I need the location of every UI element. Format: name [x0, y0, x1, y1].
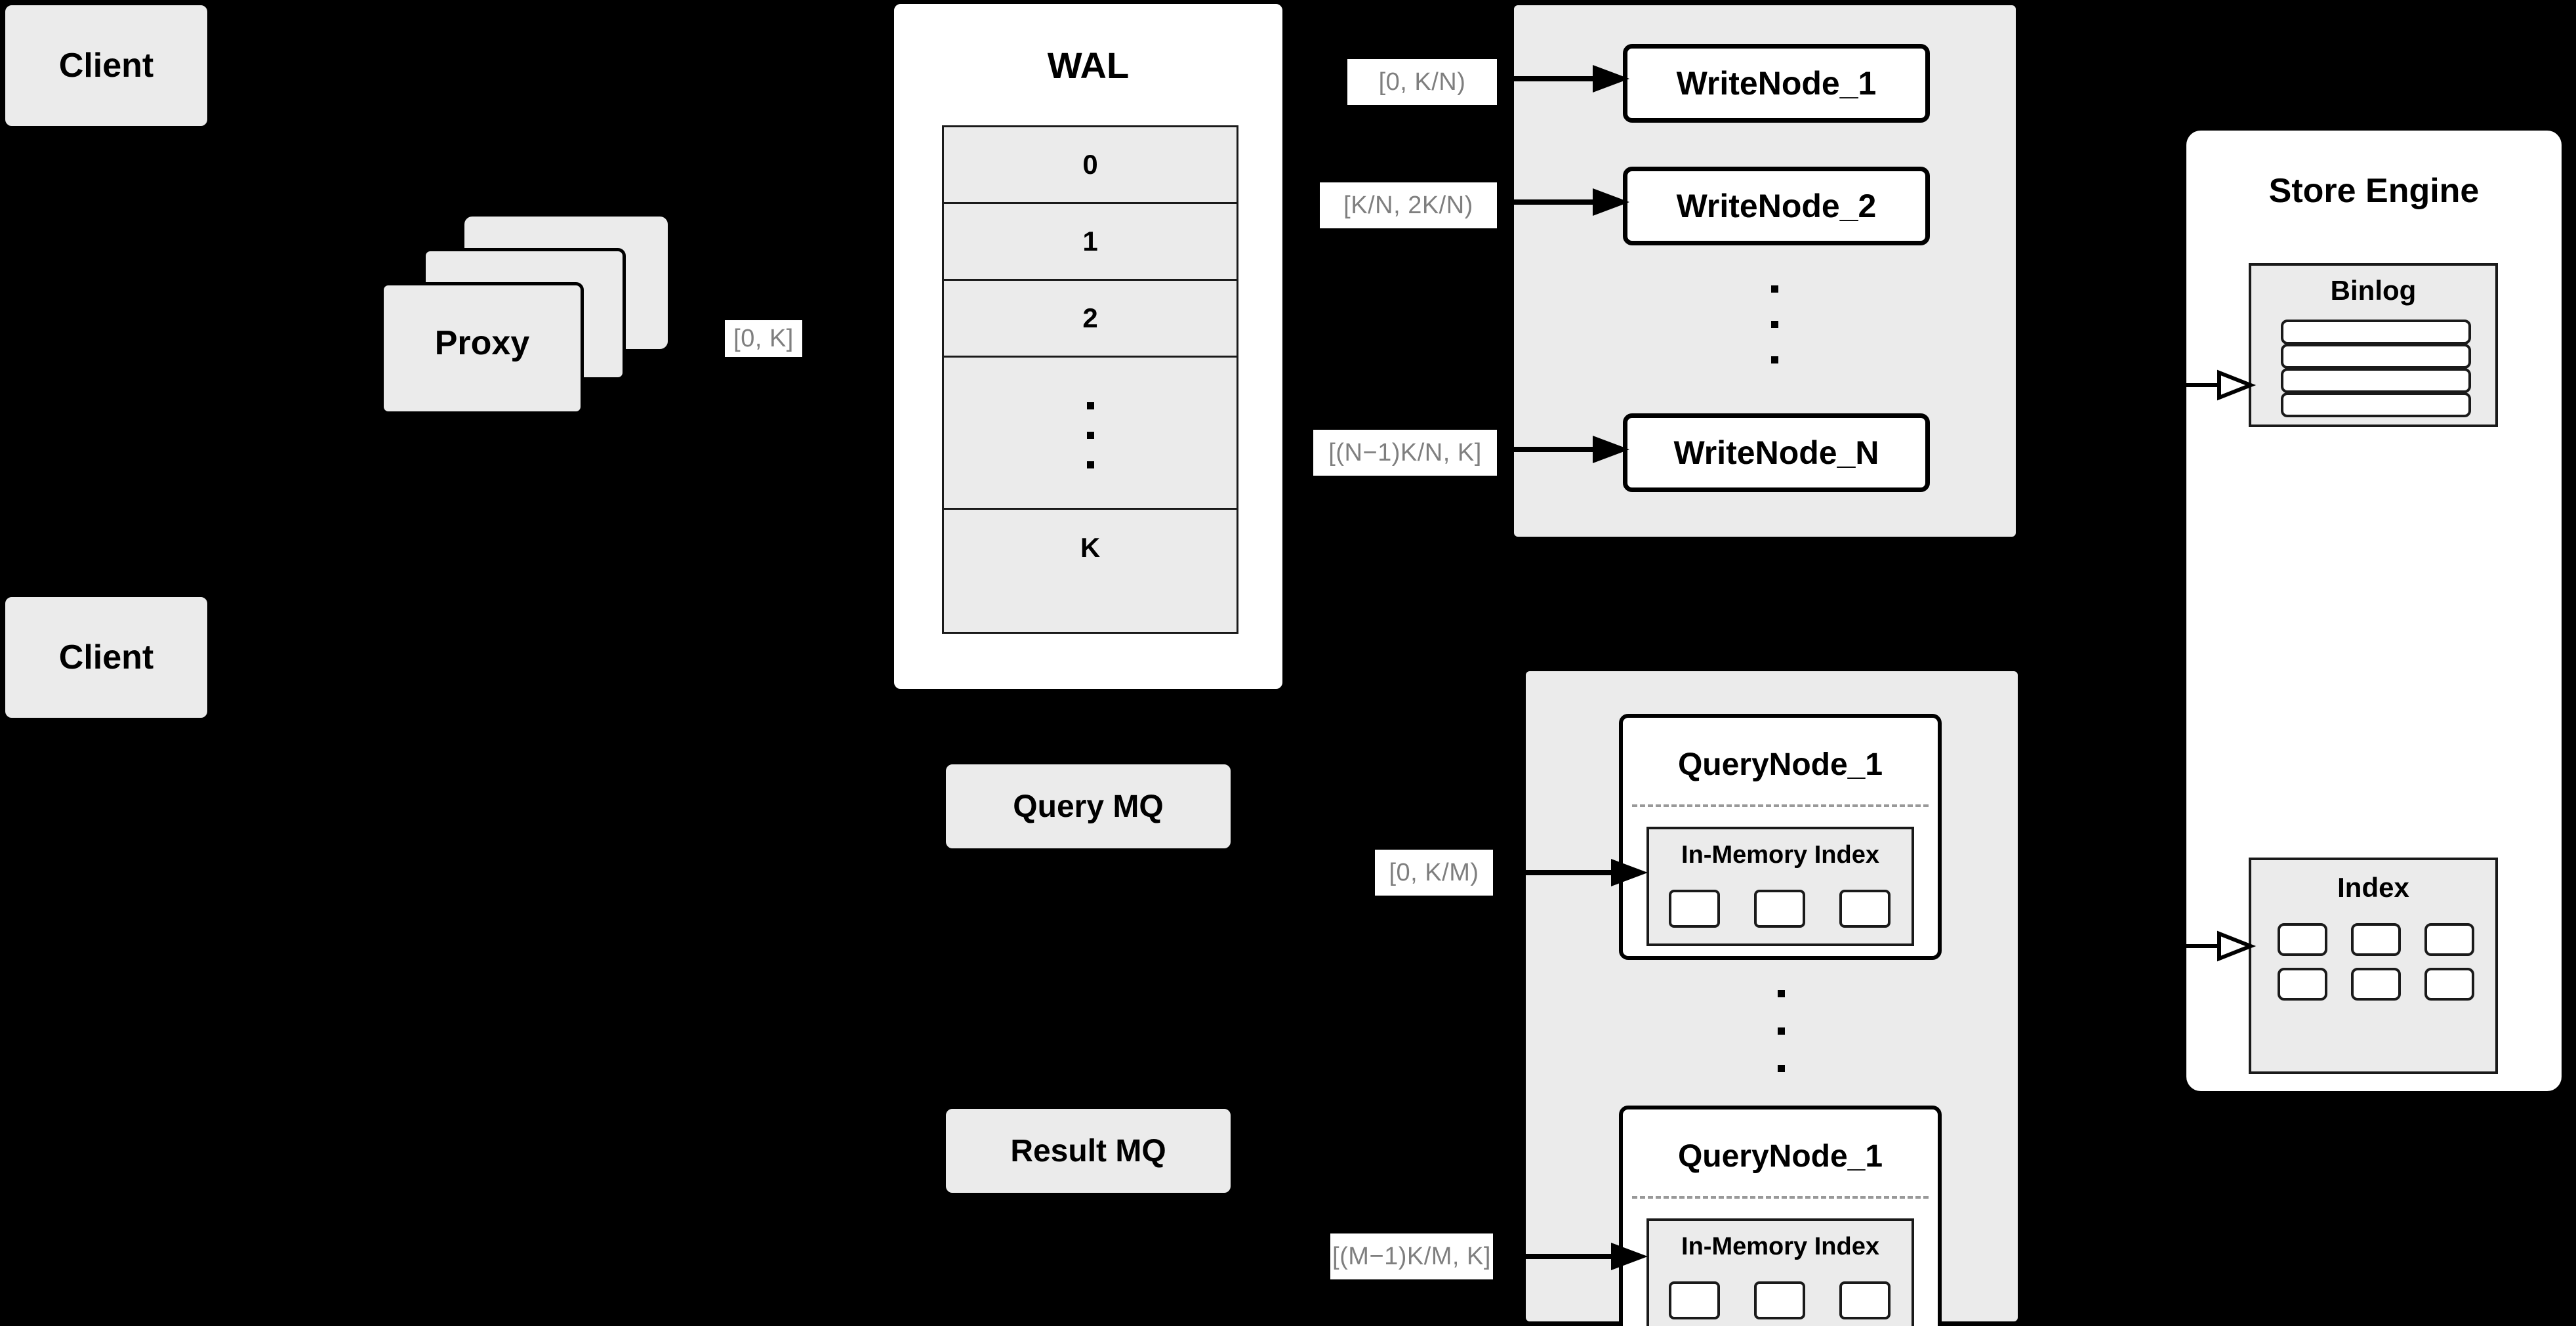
- binlog-bar-1: [2281, 320, 2471, 344]
- client-label-1: Client: [58, 47, 154, 85]
- query-group-ellipsis-dot-2: [1778, 1027, 1785, 1035]
- range-label-write-node-2: [K/N, 2K/N): [1320, 182, 1497, 228]
- wal-row-k: K: [944, 510, 1237, 585]
- wal-row-ellipsis: [944, 358, 1237, 510]
- query-node-1-in-memory-index: In-Memory Index: [1646, 827, 1914, 946]
- query-node-1-index-cell-1: [1669, 890, 1720, 928]
- wal-panel: WAL 0 1 2 K: [894, 4, 1282, 689]
- query-node-2-in-memory-index: In-Memory Index: [1646, 1218, 1914, 1326]
- result-mq-box: Result MQ: [946, 1109, 1231, 1193]
- query-mq-label: Query MQ: [1013, 789, 1164, 824]
- client-box-1: Client: [5, 5, 207, 126]
- write-node-1-label: WriteNode_1: [1676, 65, 1877, 102]
- index-cell-2: [2351, 923, 2401, 956]
- arrow-to-query-node-1: [1526, 859, 1648, 886]
- wal-ellipsis-dot-1: [1087, 402, 1094, 409]
- write-node-n: WriteNode_N: [1623, 413, 1930, 492]
- range-label-query-node-2-text: [(M−1)K/M, K]: [1332, 1242, 1491, 1270]
- write-group-ellipsis-dot-1: [1771, 285, 1778, 293]
- wal-row-0-value: 0: [1082, 149, 1098, 180]
- wal-row-k-value: K: [1080, 531, 1101, 563]
- query-group-ellipsis-dot-1: [1778, 990, 1785, 997]
- client-box-2: Client: [5, 597, 207, 718]
- result-mq-label: Result MQ: [1010, 1133, 1166, 1169]
- query-node-1-index-cell-3: [1839, 890, 1891, 928]
- query-node-1-separator: [1632, 804, 1929, 807]
- write-node-2-label: WriteNode_2: [1676, 188, 1877, 224]
- range-label-proxy-to-wal: [0, K]: [725, 320, 802, 357]
- query-node-2-index-cell-1: [1669, 1281, 1720, 1319]
- binlog-title: Binlog: [2330, 275, 2417, 306]
- write-node-2: WriteNode_2: [1623, 167, 1930, 245]
- wal-row-1-value: 1: [1082, 226, 1098, 257]
- range-label-write-node-1: [0, K/N): [1347, 59, 1497, 105]
- range-label-write-node-n-text: [(N−1)K/N, K]: [1328, 438, 1482, 466]
- query-node-group: QueryNode_1 In-Memory Index QueryNode_1 …: [1526, 671, 2018, 1326]
- binlog-panel: Binlog: [2249, 263, 2498, 427]
- index-cell-4: [2278, 968, 2327, 1001]
- proxy-label: Proxy: [434, 324, 530, 362]
- client-label-2: Client: [58, 638, 154, 676]
- proxy-stack: Proxy: [380, 217, 669, 420]
- range-label-write-node-2-text: [K/N, 2K/N): [1343, 191, 1473, 219]
- query-group-ellipsis-dot-3: [1778, 1065, 1785, 1072]
- write-node-n-label: WriteNode_N: [1673, 434, 1879, 471]
- query-node-1: QueryNode_1 In-Memory Index: [1619, 714, 1942, 960]
- index-cell-1: [2278, 923, 2327, 956]
- store-engine-title: Store Engine: [2268, 172, 2480, 210]
- wal-row-2: 2: [944, 281, 1237, 358]
- arrow-to-query-node-2: [1526, 1243, 1648, 1270]
- arrow-to-write-node-2: [1514, 188, 1629, 216]
- wal-ellipsis-dot-2: [1087, 432, 1094, 439]
- index-cell-5: [2351, 968, 2401, 1001]
- range-label-query-node-2: [(M−1)K/M, K]: [1330, 1233, 1493, 1279]
- write-node-group: WriteNode_1 WriteNode_2 WriteNode_N: [1514, 5, 2016, 537]
- arrow-to-write-node-1: [1514, 65, 1629, 93]
- query-node-2-title: QueryNode_1: [1677, 1139, 1883, 1174]
- write-node-1: WriteNode_1: [1623, 44, 1930, 123]
- arrow-to-binlog: [2186, 369, 2257, 401]
- range-label-write-node-1-text: [0, K/N): [1378, 68, 1466, 96]
- proxy-card-front: Proxy: [380, 282, 584, 415]
- query-node-2-in-memory-index-title: In-Memory Index: [1681, 1233, 1879, 1260]
- range-label-proxy-to-wal-text: [0, K]: [733, 324, 794, 352]
- query-node-2-index-cell-2: [1754, 1281, 1805, 1319]
- index-panel: Index: [2249, 858, 2498, 1074]
- arrow-to-write-node-n: [1514, 436, 1629, 463]
- query-node-2-separator: [1632, 1196, 1929, 1199]
- arrow-to-index: [2186, 930, 2257, 962]
- binlog-bar-2: [2281, 344, 2471, 369]
- wal-row-0: 0: [944, 127, 1237, 204]
- query-node-2: QueryNode_1 In-Memory Index: [1619, 1106, 1942, 1326]
- query-node-1-title: QueryNode_1: [1677, 747, 1883, 782]
- index-title: Index: [2337, 872, 2409, 903]
- query-node-2-index-cell-3: [1839, 1281, 1891, 1319]
- write-group-ellipsis-dot-3: [1771, 356, 1778, 363]
- binlog-bar-4: [2281, 392, 2471, 417]
- query-mq-box: Query MQ: [946, 764, 1231, 848]
- range-label-write-node-n: [(N−1)K/N, K]: [1313, 430, 1497, 476]
- wal-table: 0 1 2 K: [942, 125, 1238, 634]
- query-node-1-in-memory-index-title: In-Memory Index: [1681, 841, 1879, 869]
- binlog-bar-3: [2281, 368, 2471, 393]
- index-cell-6: [2424, 968, 2474, 1001]
- wal-ellipsis-dot-3: [1087, 461, 1094, 468]
- wal-row-1: 1: [944, 204, 1237, 281]
- range-label-query-node-1-text: [0, K/M): [1389, 858, 1479, 886]
- query-node-1-index-cell-2: [1754, 890, 1805, 928]
- wal-row-2-value: 2: [1082, 302, 1098, 333]
- store-engine-panel: Store Engine Binlog Index: [2186, 131, 2562, 1091]
- write-group-ellipsis-dot-2: [1771, 321, 1778, 328]
- range-label-query-node-1: [0, K/M): [1375, 850, 1493, 896]
- wal-title: WAL: [1047, 45, 1130, 86]
- index-cell-3: [2424, 923, 2474, 956]
